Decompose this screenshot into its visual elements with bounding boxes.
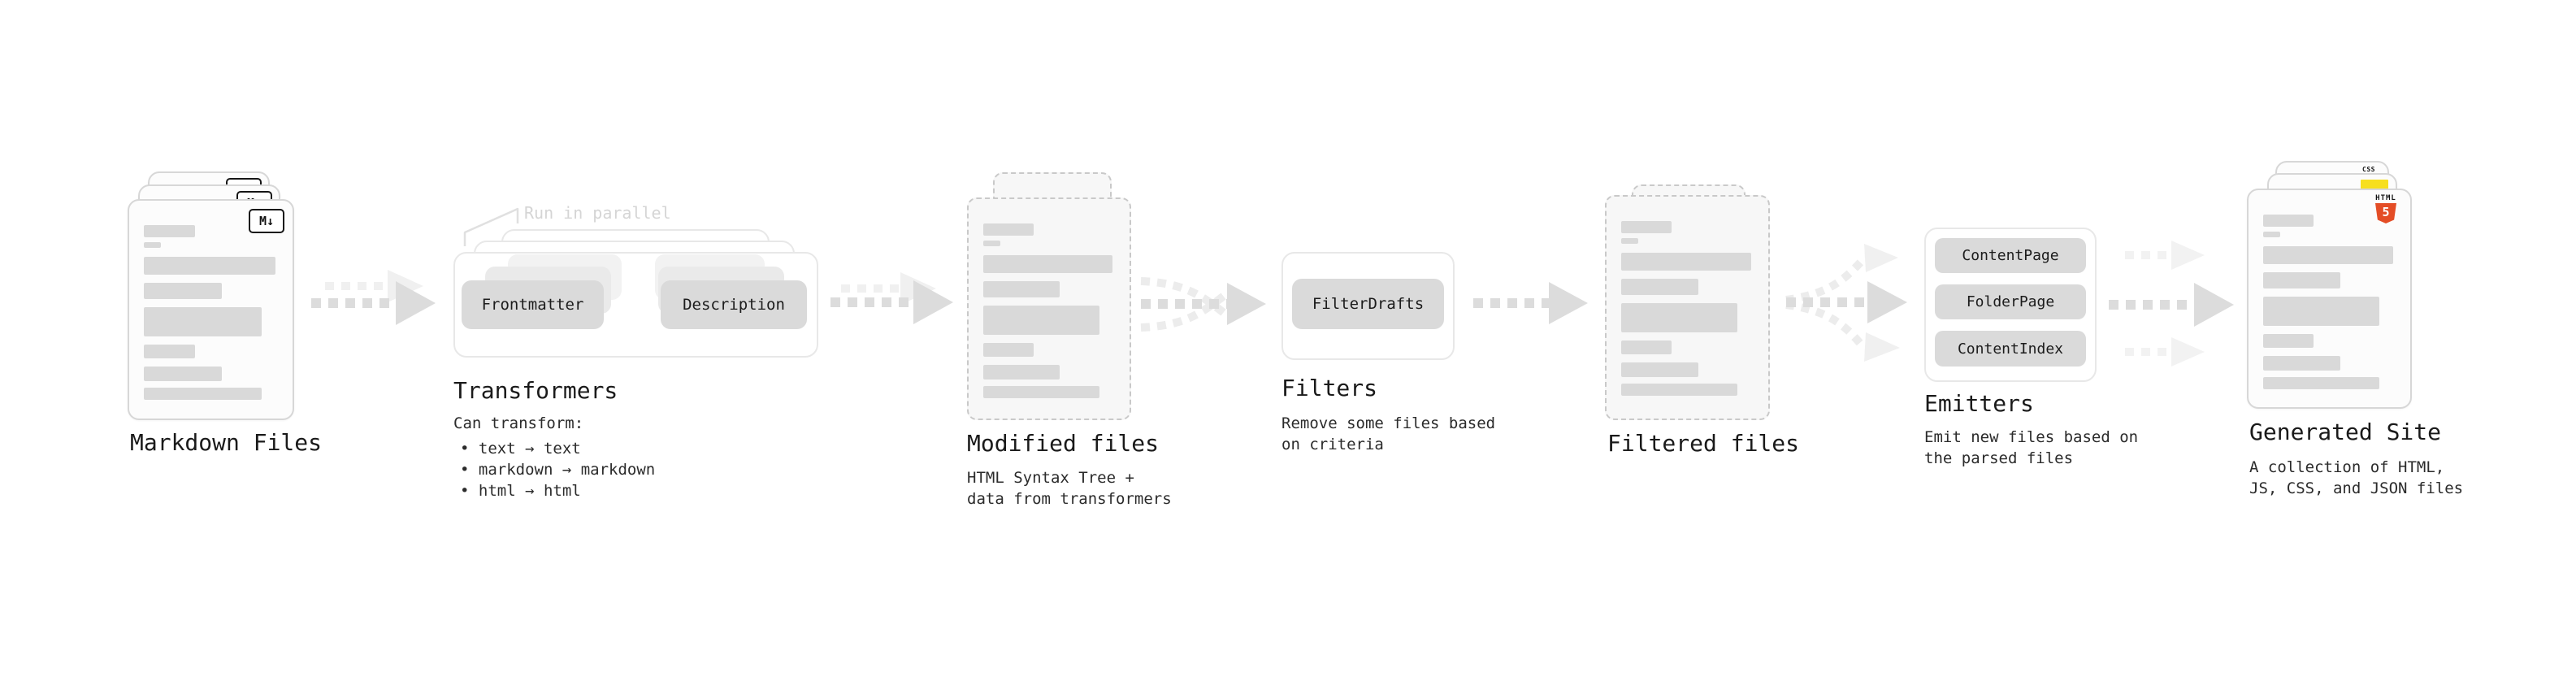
emitters-description: Emit new files based on the parsed files [1924,427,2138,469]
file-content-bars [969,199,1130,398]
placeholder-text-bar [1621,340,1672,354]
description-line: the parsed files [1924,449,2074,467]
file-content-bars [2249,190,2410,389]
description-line: Emit new files based on [1924,428,2139,446]
emitter-node-contentindex: ContentIndex [1935,331,2086,367]
placeholder-text-bar [983,306,1099,335]
file-card-front: M↓ [128,199,294,420]
stage-title-filters: Filters [1281,375,1378,401]
file-card-front [1605,195,1770,420]
placeholder-text-bar [1621,238,1639,244]
transformer-node-description: Description [661,280,807,329]
placeholder-text-bar [1621,253,1751,271]
placeholder-text-bar [1621,279,1698,295]
placeholder-text-bar [983,365,1060,380]
modified-files-description: HTML Syntax Tree + data from transformer… [967,467,1172,510]
html5-label: HTML [2375,194,2396,202]
list-item: • markdown → markdown [460,461,656,479]
transformers-description: Can transform: • text → text • markdown … [453,413,655,501]
placeholder-text-bar [983,255,1112,273]
arrow-filters-to-filtered [1473,282,1588,324]
description-line: JS, CSS, and JSON files [2249,479,2464,497]
placeholder-text-bar [144,283,222,299]
placeholder-text-bar [983,343,1034,357]
placeholder-text-bar [144,367,222,381]
placeholder-text-bar [2263,215,2314,227]
placeholder-text-bar [2263,246,2393,264]
placeholder-text-bar [2263,356,2340,371]
stage-title-markdown-files: Markdown Files [130,429,323,456]
stage-title-emitters: Emitters [1924,390,2034,417]
arrow-transformers-to-modified [830,272,953,324]
description-line: HTML Syntax Tree + [967,469,1134,487]
description-line: on criteria [1281,436,1384,453]
transform-types-list: • text → text • markdown → markdown • ht… [460,438,655,501]
placeholder-text-bar [983,281,1060,297]
html5-number: 5 [2382,205,2390,219]
arrow-markdown-to-transformers [311,270,436,325]
markdown-icon: M↓ [249,209,284,233]
placeholder-text-bar [144,242,162,248]
run-in-parallel-label: Run in parallel [524,203,671,223]
file-card-front: HTML 5 [2247,189,2412,409]
placeholder-text-bar [983,223,1034,236]
placeholder-text-bar [144,225,195,237]
placeholder-text-bar [1621,221,1672,233]
file-content-bars [129,201,293,400]
placeholder-text-bar [983,386,1099,398]
stage-title-modified-files: Modified files [967,430,1160,457]
arrow-emitters-to-generated [2109,241,2234,367]
stage-title-generated-site: Generated Site [2249,419,2442,445]
placeholder-text-bar [144,345,195,358]
placeholder-text-bar [2263,272,2340,288]
placeholder-text-bar [1621,384,1738,396]
placeholder-text-bar [2263,377,2380,389]
placeholder-text-bar [983,241,1001,246]
description-line: Remove some files based [1281,414,1496,432]
placeholder-text-bar [144,388,262,400]
placeholder-text-bar [1621,362,1698,377]
arrow-filtered-to-emitters [1785,244,1907,362]
placeholder-text-bar [144,307,262,336]
file-content-bars [1607,197,1768,396]
generated-site-description: A collection of HTML, JS, CSS, and JSON … [2249,457,2463,499]
stage-title-filtered-files: Filtered files [1607,430,1800,457]
transformer-node-frontmatter: Frontmatter [462,280,604,329]
description-line: Can transform: [453,414,584,432]
stage-title-transformers: Transformers [453,377,618,404]
html5-shield: 5 [2375,203,2396,223]
emitter-node-folderpage: FolderPage [1935,284,2086,319]
filters-description: Remove some files based on criteria [1281,413,1495,455]
description-line: A collection of HTML, [2249,458,2445,476]
placeholder-text-bar [2263,334,2314,348]
list-item: • html → html [460,482,581,500]
run-in-parallel-leader-line [463,207,519,246]
file-card-front [967,197,1131,420]
placeholder-text-bar [2263,232,2281,237]
arrow-modified-to-filters [1140,277,1266,332]
html5-icon: HTML 5 [2370,194,2402,223]
emitter-node-contentpage: ContentPage [1935,238,2086,273]
placeholder-text-bar [1621,303,1738,332]
list-item: • text → text [460,440,581,458]
placeholder-text-bar [2263,297,2380,326]
placeholder-text-bar [144,257,275,275]
css-label: CSS [2362,166,2375,173]
filter-node-filterdrafts: FilterDrafts [1292,279,1444,329]
description-line: data from transformers [967,490,1172,508]
